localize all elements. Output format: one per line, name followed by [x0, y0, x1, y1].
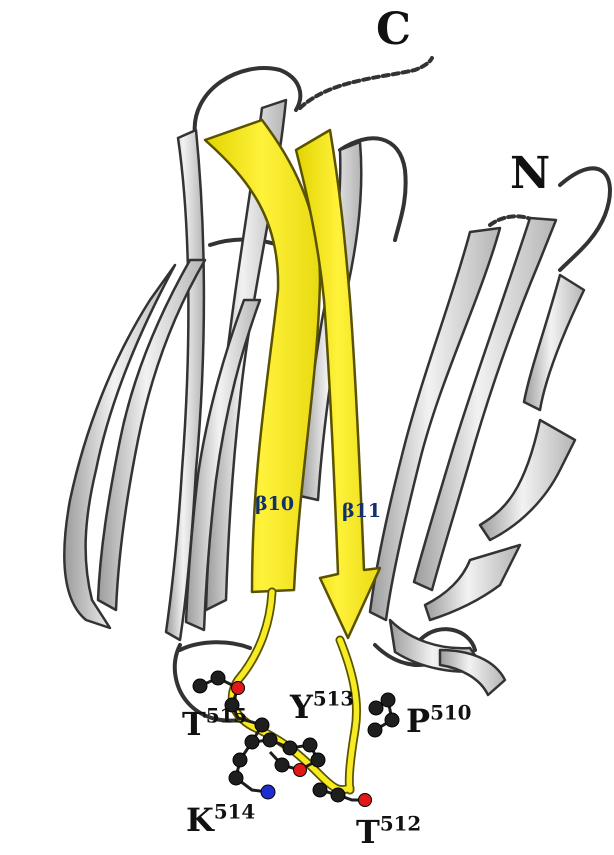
- residue-label-t512: T512: [356, 813, 421, 851]
- atom-c: [381, 693, 395, 707]
- atom-c: [255, 718, 269, 732]
- n-terminus-label: N: [510, 148, 550, 199]
- atom-c: [385, 713, 399, 727]
- atom-c: [311, 753, 325, 767]
- residue-number: 514: [214, 800, 255, 824]
- residue-label-y513: Y513: [290, 688, 354, 726]
- residue-label-t515: T515: [182, 705, 247, 743]
- atom-c: [368, 723, 382, 737]
- atom-c: [211, 671, 225, 685]
- atom-c: [233, 753, 247, 767]
- atom-c: [275, 758, 289, 772]
- residue-label-p510: P510: [406, 702, 471, 740]
- atom-c: [263, 733, 277, 747]
- atom-o: [359, 794, 372, 807]
- atom-c: [331, 788, 345, 802]
- atom-c: [283, 741, 297, 755]
- atom-o: [232, 682, 245, 695]
- residue-letter: T: [182, 705, 206, 743]
- residue-number: 510: [430, 701, 471, 725]
- strand-label-beta10: β10: [255, 493, 294, 515]
- residue-letter: T: [356, 813, 380, 851]
- atom-c: [369, 701, 383, 715]
- residue-number: 515: [206, 704, 247, 728]
- atom-c: [193, 679, 207, 693]
- atom-n: [261, 785, 275, 799]
- atom-o: [294, 764, 307, 777]
- atom-c: [313, 783, 327, 797]
- residue-letter: Y: [290, 688, 313, 726]
- atom-c: [303, 738, 317, 752]
- residue-number: 512: [380, 812, 421, 836]
- atom-c: [229, 771, 243, 785]
- c-terminus-label: C: [376, 4, 411, 55]
- residue-number: 513: [313, 687, 354, 711]
- residue-letter: K: [186, 801, 214, 839]
- residue-letter: P: [406, 702, 430, 740]
- residue-label-k514: K514: [186, 801, 255, 839]
- strand-label-beta11: β11: [342, 500, 381, 522]
